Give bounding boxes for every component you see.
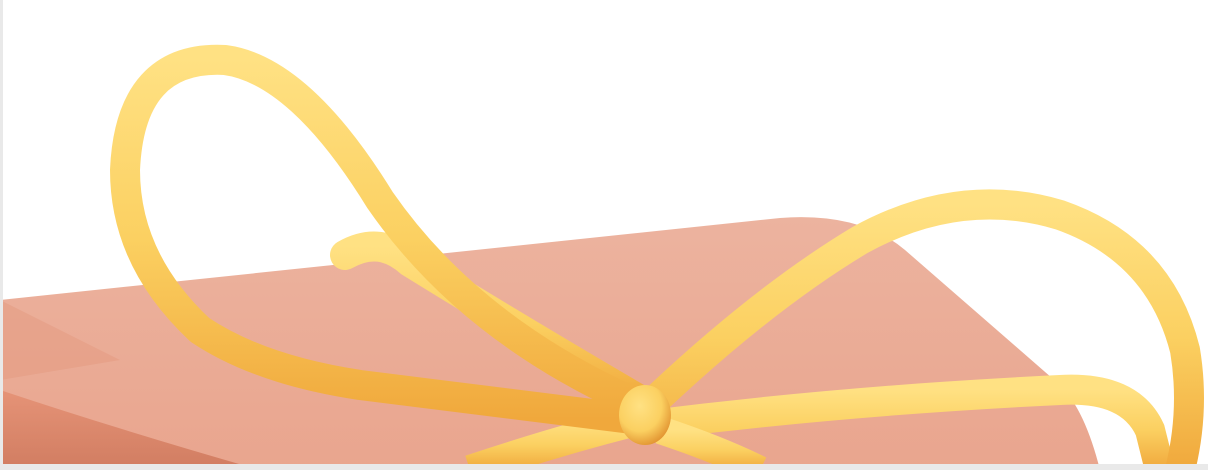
string-band-right bbox=[635, 374, 1175, 470]
bow-loop-right bbox=[630, 189, 1204, 470]
frame-edge-bottom bbox=[0, 464, 1208, 470]
bow-loop-left bbox=[110, 44, 655, 435]
bow-knot bbox=[619, 385, 671, 445]
gift-box-side-shadow bbox=[0, 390, 260, 470]
gift-box-edge-shade bbox=[0, 300, 120, 380]
frame-edge-left bbox=[0, 0, 3, 470]
